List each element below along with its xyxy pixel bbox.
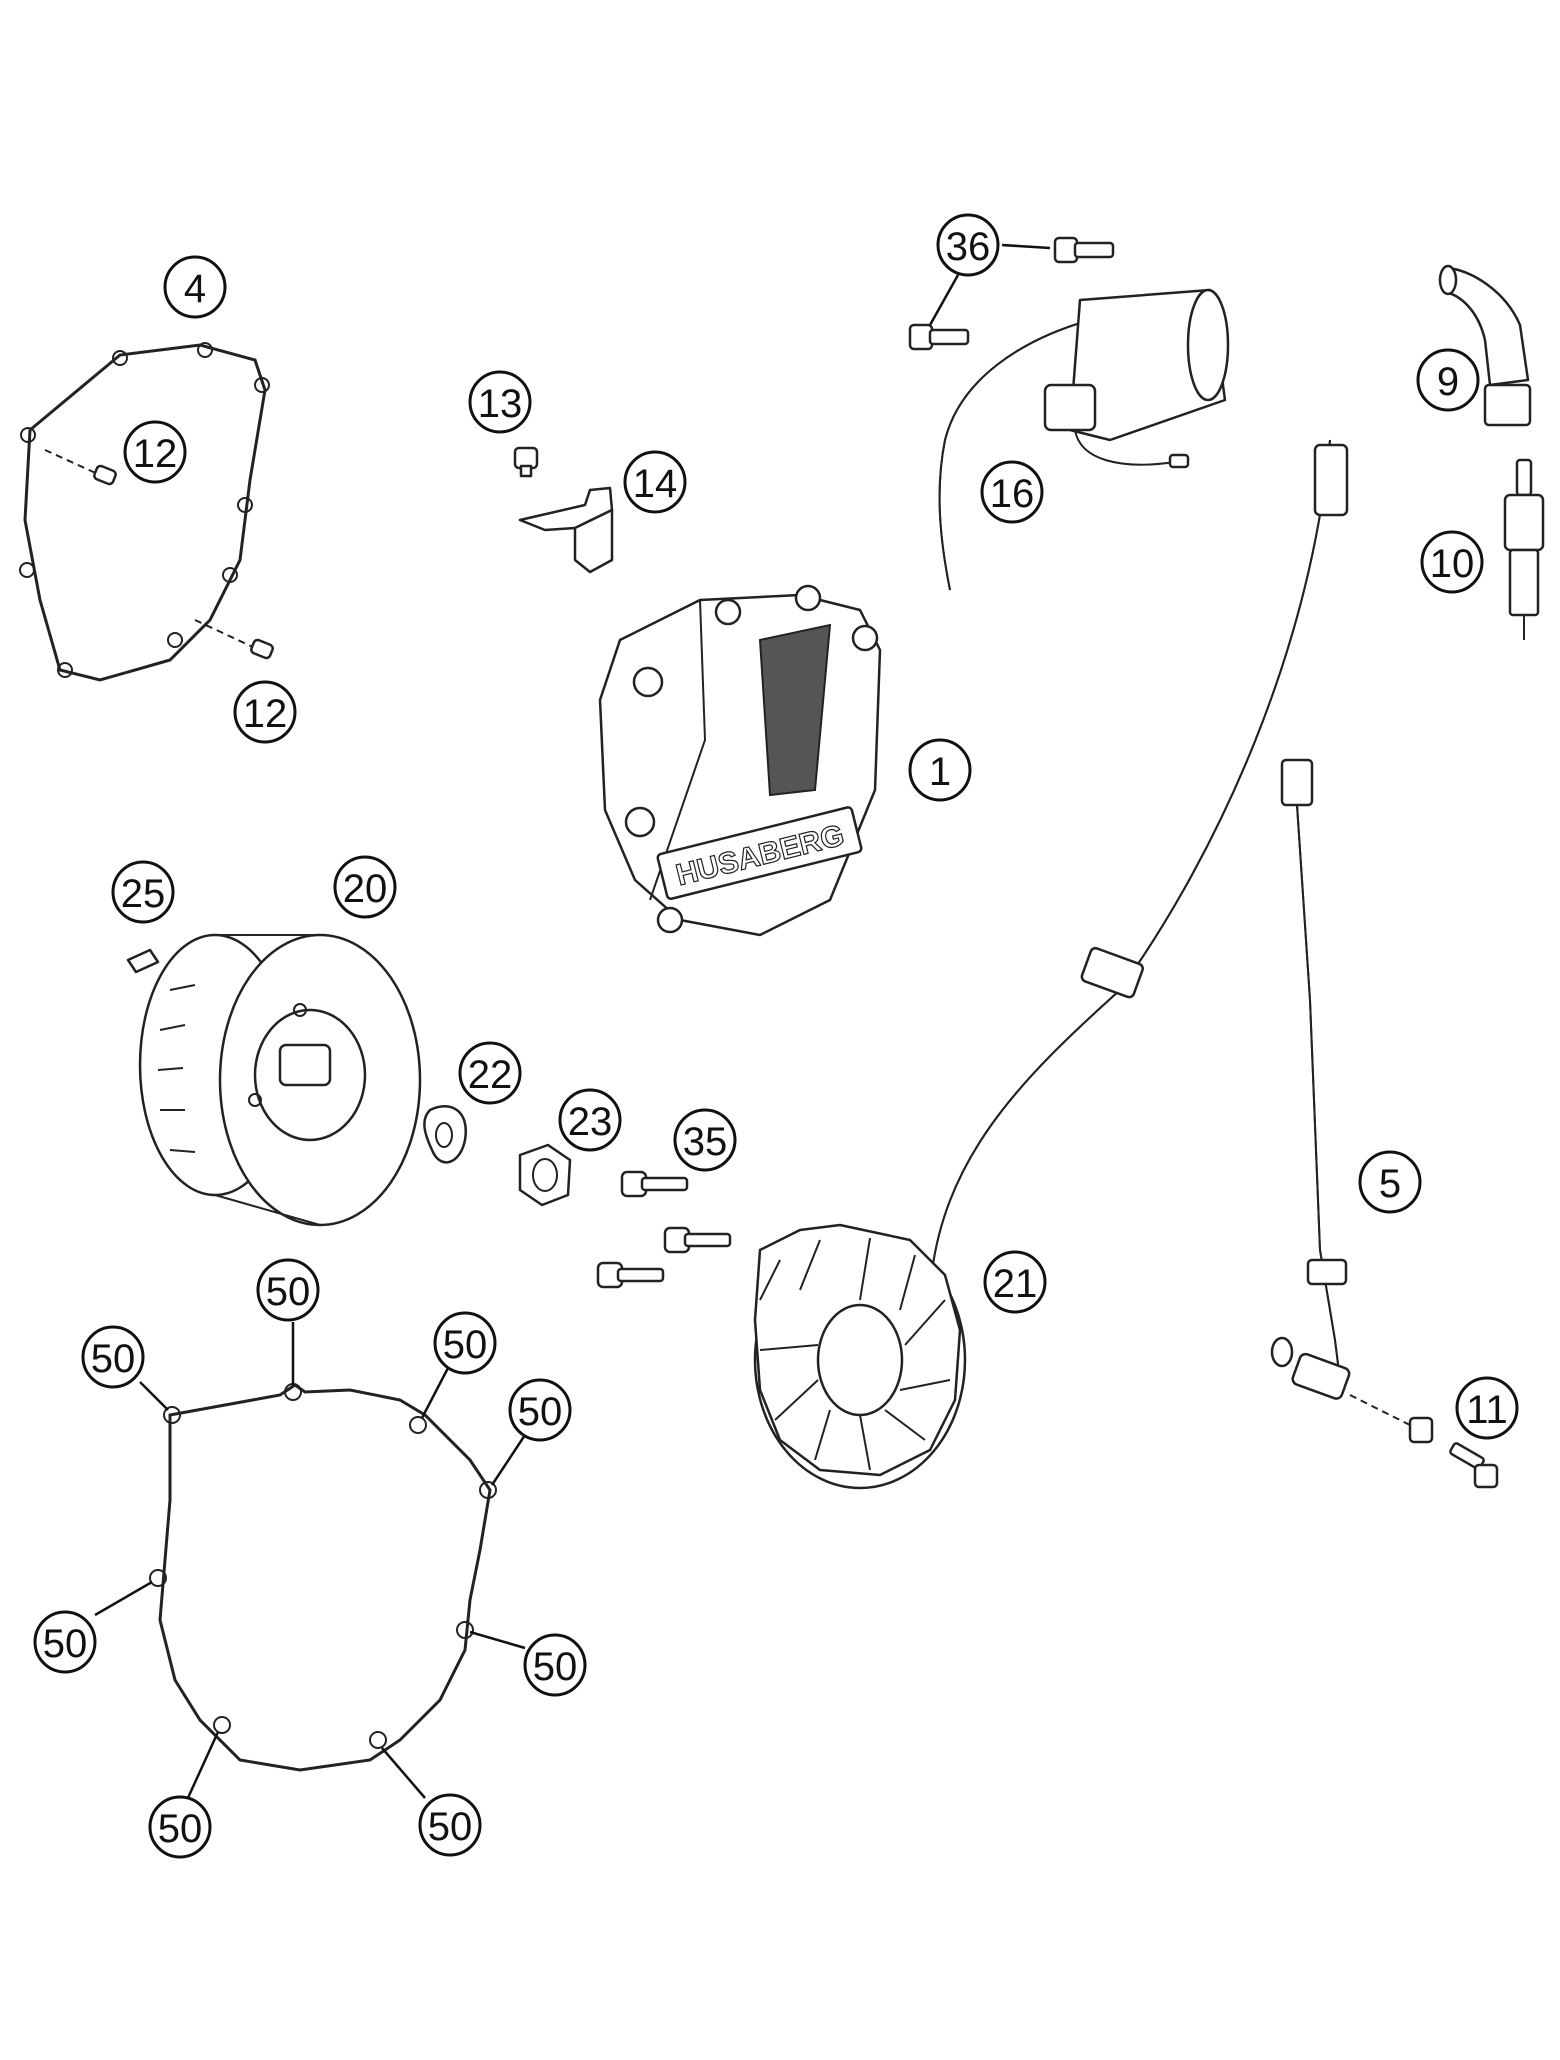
callout-22: 22	[458, 1041, 522, 1105]
svg-text:5: 5	[1379, 1162, 1401, 1206]
callout-16: 16	[980, 460, 1044, 524]
callout-36: 36	[936, 213, 1000, 277]
bolt-part-36-lower	[908, 323, 970, 351]
callout-9: 9	[1416, 348, 1480, 412]
dowel-pin-part-12-upper	[44, 449, 117, 486]
screw-part-13	[513, 446, 539, 478]
bolt-part-36-upper	[1053, 236, 1115, 264]
svg-text:50: 50	[443, 1323, 488, 1367]
pulse-sensor-cable-part-5	[1270, 758, 1351, 1400]
svg-text:50: 50	[158, 1807, 203, 1851]
stator-part-21	[753, 1223, 967, 1490]
svg-text:50: 50	[518, 1390, 563, 1434]
callout-4: 4	[163, 255, 227, 319]
svg-text:12: 12	[133, 432, 178, 476]
callout-50-top: 50	[256, 1258, 320, 1322]
callout-25: 25	[111, 860, 175, 924]
nut-part-23	[518, 1143, 572, 1207]
callout-14: 14	[623, 450, 687, 514]
callout-12-upper: 12	[123, 420, 187, 484]
callout-labels: 4 12 12 13 14 36 16 9	[33, 213, 1519, 1859]
callout-5: 5	[1358, 1150, 1422, 1214]
callout-11: 11	[1455, 1376, 1519, 1440]
screw-part-35-b	[663, 1226, 732, 1254]
ignition-coil-part-16	[938, 288, 1230, 591]
woodruff-key-part-25	[126, 948, 160, 974]
callout-50-bottom-right: 50	[418, 1793, 482, 1857]
svg-text:22: 22	[468, 1053, 513, 1097]
callout-21: 21	[983, 1250, 1047, 1314]
svg-text:36: 36	[946, 225, 991, 269]
stator-cover-gasket-part-50	[149, 1383, 497, 1772]
svg-text:1: 1	[929, 750, 951, 794]
bracket-part-14	[518, 486, 614, 574]
svg-text:50: 50	[91, 1337, 136, 1381]
callout-1: 1	[908, 738, 972, 802]
callout-50-bottom-left: 50	[148, 1795, 212, 1859]
svg-text:21: 21	[993, 1262, 1038, 1306]
callout-20: 20	[333, 855, 397, 919]
callout-12-lower: 12	[233, 680, 297, 744]
callout-50-right: 50	[508, 1378, 572, 1442]
svg-text:25: 25	[121, 872, 166, 916]
callout-50-left: 50	[33, 1610, 97, 1674]
cover-gasket-part-4	[19, 342, 270, 682]
svg-text:13: 13	[478, 382, 523, 426]
svg-text:12: 12	[243, 692, 288, 736]
svg-text:4: 4	[184, 267, 206, 311]
svg-text:20: 20	[343, 867, 388, 911]
svg-text:10: 10	[1430, 542, 1475, 586]
callout-10: 10	[1420, 530, 1484, 594]
spark-plug-cap-part-9	[1438, 264, 1532, 427]
svg-text:50: 50	[428, 1805, 473, 1849]
callout-50-top-right: 50	[433, 1311, 497, 1375]
washer-part-22	[423, 1105, 468, 1164]
flywheel-part-20	[138, 933, 422, 1227]
screw-part-35-c	[596, 1261, 665, 1289]
callout-50-lower-right: 50	[523, 1633, 587, 1697]
svg-text:35: 35	[683, 1120, 728, 1164]
svg-text:16: 16	[990, 472, 1035, 516]
screw-part-11	[1349, 1394, 1499, 1489]
callout-23: 23	[558, 1088, 622, 1152]
screw-part-35-a	[620, 1170, 689, 1198]
svg-text:23: 23	[568, 1100, 613, 1144]
stator-wiring-harness	[929, 439, 1349, 1291]
callout-13: 13	[468, 370, 532, 434]
spark-plug-part-10	[1503, 458, 1545, 640]
callout-35: 35	[673, 1108, 737, 1172]
dowel-pin-part-12-lower	[194, 619, 274, 660]
svg-text:50: 50	[533, 1645, 578, 1689]
svg-text:50: 50	[43, 1622, 88, 1666]
svg-text:50: 50	[266, 1270, 311, 1314]
svg-text:14: 14	[633, 462, 678, 506]
ignition-cover-part-1: HUSABERG	[598, 584, 882, 937]
leader-lines	[94, 243, 1051, 1801]
svg-text:9: 9	[1437, 360, 1459, 404]
callout-50-top-left: 50	[81, 1325, 145, 1389]
svg-text:11: 11	[1466, 1388, 1508, 1432]
